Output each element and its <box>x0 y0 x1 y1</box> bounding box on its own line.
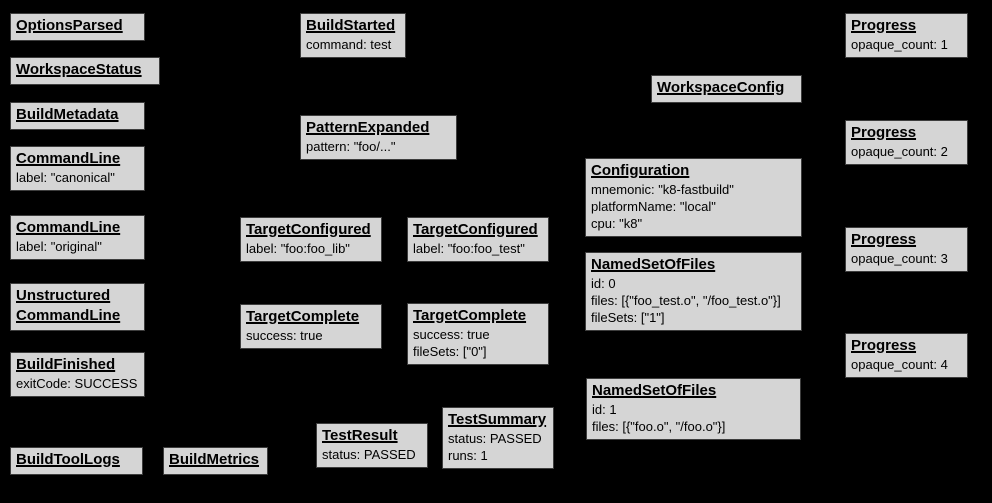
node-progress-2: Progress opaque_count: 2 <box>845 120 968 165</box>
node-target-complete-foo-lib: TargetComplete success: true <box>240 304 382 349</box>
node-title: Progress <box>851 124 917 141</box>
node-detail: cpu: "k8" <box>591 216 643 231</box>
node-detail: id: 1 <box>592 402 617 417</box>
node-build-tool-logs: BuildToolLogs <box>10 447 143 475</box>
node-detail: platformName: "local" <box>591 199 716 214</box>
node-detail: files: [{"foo_test.o", "/foo_test.o"}] <box>591 293 781 308</box>
node-detail: label: "canonical" <box>16 170 115 185</box>
node-title: Configuration <box>591 162 690 179</box>
node-configuration: Configuration mnemonic: "k8-fastbuild" pla… <box>585 158 802 237</box>
node-test-result: TestResult status: PASSED <box>316 423 428 468</box>
node-named-set-of-files-1: NamedSetOfFiles id: 1 files: [{"foo.o", "/… <box>586 378 801 440</box>
node-detail: opaque_count: 1 <box>851 37 948 52</box>
node-workspace-config: WorkspaceConfig <box>651 75 802 103</box>
node-title: BuildMetrics <box>169 451 260 468</box>
node-test-summary: TestSummary status: PASSED runs: 1 <box>442 407 554 469</box>
node-detail: opaque_count: 2 <box>851 144 948 159</box>
node-title: CommandLine <box>16 150 121 167</box>
node-target-complete-foo-test: TargetComplete success: true fileSets: ["0… <box>407 303 549 365</box>
node-build-finished: BuildFinished exitCode: SUCCESS <box>10 352 145 397</box>
node-detail: success: true <box>246 328 323 343</box>
node-progress-1: Progress opaque_count: 1 <box>845 13 968 58</box>
node-title: NamedSetOfFiles <box>592 382 717 399</box>
node-title: TargetComplete <box>246 308 360 325</box>
node-named-set-of-files-0: NamedSetOfFiles id: 0 files: [{"foo_test.o… <box>585 252 802 331</box>
node-detail: fileSets: ["1"] <box>591 310 665 325</box>
node-detail: label: "foo:foo_lib" <box>246 241 350 256</box>
node-title: Progress <box>851 17 917 34</box>
node-pattern-expanded: PatternExpanded pattern: "foo/..." <box>300 115 457 160</box>
node-detail: mnemonic: "k8-fastbuild" <box>591 182 734 197</box>
node-detail: opaque_count: 3 <box>851 251 948 266</box>
node-title: TestResult <box>322 427 398 444</box>
node-build-started: BuildStarted command: test <box>300 13 406 58</box>
node-options-parsed: OptionsParsed <box>10 13 145 41</box>
node-command-line-canonical: CommandLine label: "canonical" <box>10 146 145 191</box>
node-command-line-original: CommandLine label: "original" <box>10 215 145 260</box>
node-detail: files: [{"foo.o", "/foo.o"}] <box>592 419 726 434</box>
node-title: BuildMetadata <box>16 106 119 123</box>
node-title: BuildStarted <box>306 17 396 34</box>
node-title: CommandLine <box>16 307 121 324</box>
node-detail: status: PASSED <box>322 447 416 462</box>
node-title: TargetConfigured <box>246 221 371 238</box>
node-detail: fileSets: ["0"] <box>413 344 487 359</box>
node-progress-4: Progress opaque_count: 4 <box>845 333 968 378</box>
node-title: OptionsParsed <box>16 17 123 34</box>
node-detail: exitCode: SUCCESS <box>16 376 138 391</box>
node-detail: label: "foo:foo_test" <box>413 241 525 256</box>
node-title: CommandLine <box>16 219 121 236</box>
node-build-metadata: BuildMetadata <box>10 102 145 130</box>
node-title: Progress <box>851 337 917 354</box>
node-title: WorkspaceStatus <box>16 61 142 78</box>
node-progress-3: Progress opaque_count: 3 <box>845 227 968 272</box>
node-detail: label: "original" <box>16 239 102 254</box>
node-build-metrics: BuildMetrics <box>163 447 268 475</box>
node-detail: pattern: "foo/..." <box>306 139 396 154</box>
node-target-configured-foo-test: TargetConfigured label: "foo:foo_test" <box>407 217 549 262</box>
node-title: Unstructured <box>16 287 111 304</box>
node-detail: status: PASSED <box>448 431 542 446</box>
node-title: TestSummary <box>448 411 547 428</box>
node-title: TargetComplete <box>413 307 527 324</box>
node-title: Progress <box>851 231 917 248</box>
node-title: NamedSetOfFiles <box>591 256 716 273</box>
node-title: TargetConfigured <box>413 221 538 238</box>
node-title: BuildFinished <box>16 356 116 373</box>
node-title: WorkspaceConfig <box>657 79 785 96</box>
node-detail: success: true <box>413 327 490 342</box>
node-detail: runs: 1 <box>448 448 488 463</box>
node-target-configured-foo-lib: TargetConfigured label: "foo:foo_lib" <box>240 217 382 262</box>
node-detail: id: 0 <box>591 276 616 291</box>
node-title: BuildToolLogs <box>16 451 120 468</box>
node-workspace-status: WorkspaceStatus <box>10 57 160 85</box>
node-detail: command: test <box>306 37 392 52</box>
node-detail: opaque_count: 4 <box>851 357 948 372</box>
node-title: PatternExpanded <box>306 119 430 136</box>
